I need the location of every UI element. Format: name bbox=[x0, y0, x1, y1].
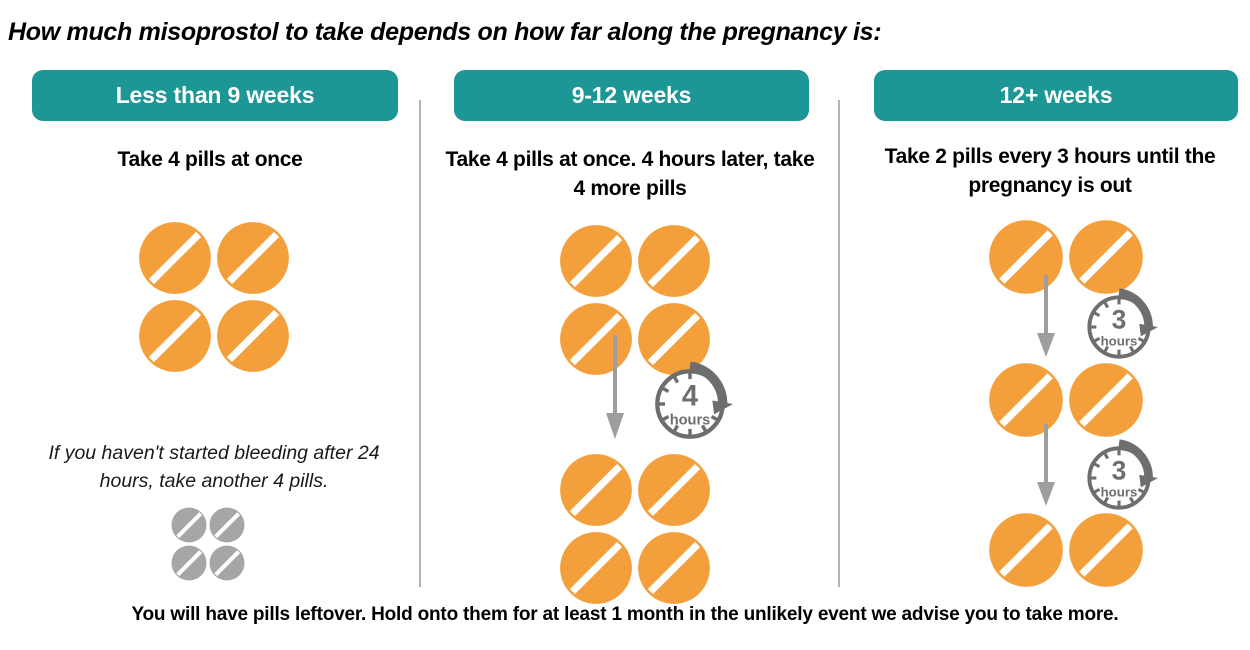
instruction-text-col-3: Take 2 pills every 3 hours until the pre… bbox=[884, 145, 1216, 197]
pill-group-col3-dose-1 bbox=[986, 217, 1146, 297]
timer-value: 3 bbox=[1112, 305, 1127, 335]
down-arrow-icon bbox=[606, 335, 624, 439]
page-title: How much misoprostol to take depends on … bbox=[8, 18, 882, 46]
pill-orange-icon bbox=[139, 300, 211, 372]
timer-3-hours-icon: 3 hours bbox=[1087, 288, 1158, 359]
timer-value: 4 bbox=[682, 381, 699, 413]
column-12-plus-weeks: 12+ weeks Take 2 pills every 3 hours unt… bbox=[858, 70, 1242, 590]
timer-value: 3 bbox=[1112, 456, 1127, 486]
pill-group-col2-dose-2 bbox=[557, 451, 713, 607]
pill-group-col3-dose-2 bbox=[986, 360, 1146, 440]
pill-orange-icon bbox=[139, 222, 211, 294]
column-9-12-weeks: 9-12 weeks Take 4 pills at once. 4 hours… bbox=[432, 70, 828, 604]
pill-orange-icon bbox=[638, 225, 710, 297]
timer-unit: hours bbox=[1101, 334, 1138, 349]
pill-orange-icon bbox=[638, 454, 710, 526]
instruction-text-col-1: Take 4 pills at once bbox=[117, 148, 303, 171]
badge-less-than-9-weeks: Less than 9 weeks bbox=[32, 70, 398, 121]
pill-orange-icon bbox=[217, 300, 289, 372]
pill-orange-icon bbox=[560, 225, 632, 297]
note-text-col-1: If you haven't started bleeding after 24… bbox=[48, 442, 380, 492]
pill-gray-icon bbox=[209, 507, 245, 543]
pill-orange-icon bbox=[638, 303, 710, 375]
column-divider-2 bbox=[838, 100, 840, 587]
timer-3-hours-icon: 3 hours bbox=[1087, 439, 1158, 510]
pill-orange-icon bbox=[989, 363, 1063, 437]
down-arrow-icon bbox=[1037, 275, 1055, 357]
instruction-text-col-2: Take 4 pills at once. 4 hours later, tak… bbox=[445, 148, 815, 200]
column-less-than-9-weeks: Less than 9 weeks Take 4 pills at once bbox=[12, 70, 408, 590]
pill-orange-icon bbox=[1069, 220, 1143, 294]
pill-group-col3-dose-3 bbox=[986, 510, 1146, 590]
down-arrow-icon bbox=[1037, 424, 1055, 506]
pill-group-col1-main bbox=[136, 219, 292, 375]
pill-orange-icon bbox=[1069, 363, 1143, 437]
timer-unit: hours bbox=[1101, 485, 1138, 500]
pill-orange-icon bbox=[989, 513, 1063, 587]
pill-gray-icon bbox=[171, 545, 207, 581]
badge-9-12-weeks: 9-12 weeks bbox=[454, 70, 809, 121]
pill-orange-icon bbox=[638, 532, 710, 604]
pill-group-col1-backup bbox=[170, 506, 246, 582]
timer-unit: hours bbox=[670, 413, 711, 429]
timer-4-hours-icon: 4 hours bbox=[655, 361, 733, 439]
footer-text: You will have pills leftover. Hold onto … bbox=[131, 604, 1119, 625]
pill-orange-icon bbox=[560, 454, 632, 526]
badge-12-plus-weeks: 12+ weeks bbox=[874, 70, 1238, 121]
pill-group-col2-dose-1 bbox=[557, 222, 713, 378]
pill-orange-icon bbox=[217, 222, 289, 294]
column-divider-1 bbox=[419, 100, 421, 587]
pill-gray-icon bbox=[171, 507, 207, 543]
pill-orange-icon bbox=[560, 532, 632, 604]
pill-orange-icon bbox=[1069, 513, 1143, 587]
pill-gray-icon bbox=[209, 545, 245, 581]
